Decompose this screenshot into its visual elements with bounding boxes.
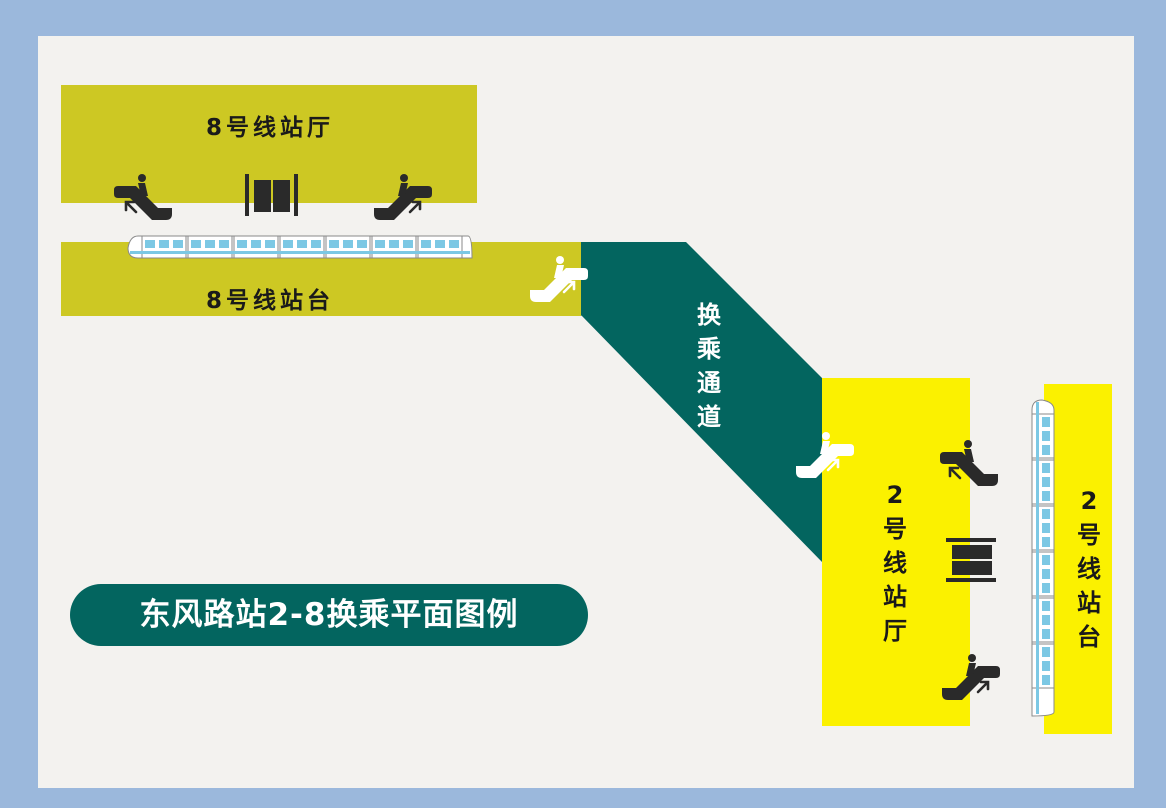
line2-platform-label: 2号线站台 xyxy=(1077,487,1101,651)
train-icon xyxy=(127,235,473,259)
escalator-icon xyxy=(940,440,998,486)
escalator-icon xyxy=(114,174,172,220)
fare-gate-icon xyxy=(245,174,298,216)
escalator-icon xyxy=(942,654,1000,700)
transfer-corridor-label: 换乘通道 xyxy=(697,301,721,431)
line8-platform-label: 8号线站台 xyxy=(205,288,334,314)
fare-gate-icon xyxy=(946,538,996,582)
arrow-up-right-icon xyxy=(408,200,422,214)
map-title: 东风路站2-8换乘平面图例 xyxy=(70,584,588,646)
escalator-icon xyxy=(374,174,432,220)
arrow-up-left-icon xyxy=(948,466,962,480)
line2-concourse-label: 2号线站厅 xyxy=(883,481,907,645)
escalator-icon xyxy=(796,432,854,478)
transfer-corridor xyxy=(510,242,822,562)
line2-platform xyxy=(1044,384,1112,734)
escalator-icon xyxy=(530,256,588,302)
line8-concourse-label: 8号线站厅 xyxy=(205,115,334,141)
arrow-up-right-icon xyxy=(976,680,990,694)
arrow-up-left-icon xyxy=(124,200,138,214)
line2-concourse xyxy=(822,378,970,726)
train-icon xyxy=(1031,399,1055,717)
